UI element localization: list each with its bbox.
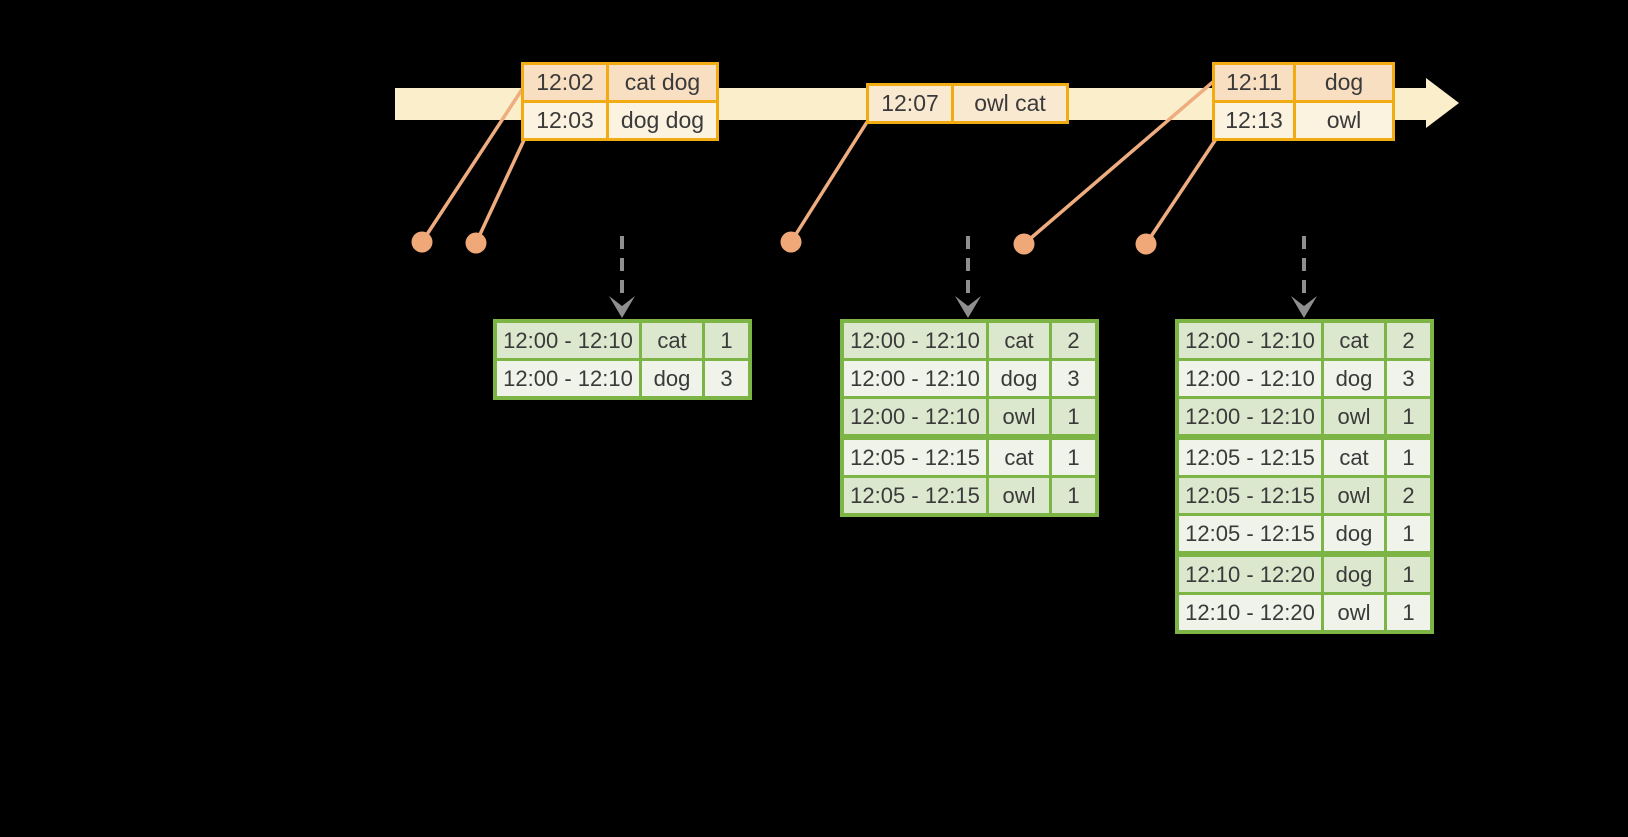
word-cell: owl <box>989 478 1049 513</box>
event-words-cell: dog dog <box>609 103 716 138</box>
result-row: 12:00 - 12:10 cat 1 <box>497 323 748 358</box>
count-cell: 2 <box>1387 323 1430 358</box>
word-cell: owl <box>1324 478 1384 513</box>
word-cell: dog <box>1324 557 1384 592</box>
word-cell: owl <box>1324 595 1384 630</box>
word-cell: dog <box>989 361 1049 396</box>
event-row: 12:03 dog dog <box>524 103 716 138</box>
event-words-cell: cat dog <box>609 65 716 100</box>
event-row: 12:07 owl cat <box>869 86 1066 121</box>
word-cell: cat <box>989 323 1049 358</box>
word-cell: cat <box>1324 323 1384 358</box>
result-row: 12:00 - 12:10 dog 3 <box>497 361 748 396</box>
count-cell: 1 <box>705 323 748 358</box>
window-cell: 12:00 - 12:10 <box>844 323 986 358</box>
count-cell: 2 <box>1387 478 1430 513</box>
down-arrow-head-icon <box>609 296 635 318</box>
window-cell: 12:05 - 12:15 <box>1179 478 1321 513</box>
event-row: 12:02 cat dog <box>524 65 716 100</box>
result-row: 12:00 - 12:10 dog 3 <box>1179 361 1430 396</box>
result-row: 12:05 - 12:15 cat 1 <box>844 440 1095 475</box>
event-table-1: 12:02 cat dog 12:03 dog dog <box>521 62 719 141</box>
result-row: 12:05 - 12:15 dog 1 <box>1179 516 1430 551</box>
event-table-2: 12:07 owl cat <box>866 83 1069 124</box>
window-cell: 12:00 - 12:10 <box>844 399 986 434</box>
event-time-cell: 12:07 <box>869 86 951 121</box>
event-time-cell: 12:02 <box>524 65 606 100</box>
result-table-2: 12:00 - 12:10 cat 2 12:00 - 12:10 dog 3 … <box>840 319 1099 517</box>
window-cell: 12:00 - 12:10 <box>844 361 986 396</box>
event-row: 12:11 dog <box>1215 65 1392 100</box>
result-table-3: 12:00 - 12:10 cat 2 12:00 - 12:10 dog 3 … <box>1175 319 1434 634</box>
window-cell: 12:00 - 12:10 <box>1179 323 1321 358</box>
window-cell: 12:00 - 12:10 <box>1179 399 1321 434</box>
word-cell: owl <box>989 399 1049 434</box>
word-cell: dog <box>1324 516 1384 551</box>
count-cell: 3 <box>1052 361 1095 396</box>
window-cell: 12:10 - 12:20 <box>1179 557 1321 592</box>
count-cell: 3 <box>1387 361 1430 396</box>
event-marker-dot <box>465 232 487 254</box>
connector-line <box>474 139 526 244</box>
event-words-cell: owl cat <box>954 86 1066 121</box>
result-row: 12:10 - 12:20 owl 1 <box>1179 595 1430 630</box>
event-time-cell: 12:13 <box>1215 103 1293 138</box>
result-row: 12:00 - 12:10 dog 3 <box>844 361 1095 396</box>
count-cell: 1 <box>1052 399 1095 434</box>
count-cell: 1 <box>1052 440 1095 475</box>
count-cell: 1 <box>1387 440 1430 475</box>
window-cell: 12:05 - 12:15 <box>844 440 986 475</box>
down-arrow-head-icon <box>1291 296 1317 318</box>
connector-line <box>789 121 869 243</box>
event-words-cell: owl <box>1296 103 1392 138</box>
result-table-1: 12:00 - 12:10 cat 1 12:00 - 12:10 dog 3 <box>493 319 752 400</box>
result-row: 12:00 - 12:10 cat 2 <box>844 323 1095 358</box>
word-cell: cat <box>642 323 702 358</box>
window-cell: 12:05 - 12:15 <box>844 478 986 513</box>
window-cell: 12:05 - 12:15 <box>1179 516 1321 551</box>
event-marker-dots <box>411 231 1157 255</box>
event-time-cell: 12:11 <box>1215 65 1293 100</box>
connector-line <box>1144 138 1218 245</box>
count-cell: 2 <box>1052 323 1095 358</box>
window-cell: 12:05 - 12:15 <box>1179 440 1321 475</box>
trigger-dashed-lines <box>620 236 1306 299</box>
event-table-3: 12:11 dog 12:13 owl <box>1212 62 1395 141</box>
result-row: 12:05 - 12:15 owl 1 <box>844 478 1095 513</box>
count-cell: 1 <box>1052 478 1095 513</box>
word-cell: cat <box>989 440 1049 475</box>
count-cell: 3 <box>705 361 748 396</box>
word-cell: dog <box>1324 361 1384 396</box>
event-marker-dot <box>780 231 802 253</box>
result-row: 12:00 - 12:10 owl 1 <box>1179 399 1430 434</box>
result-row: 12:05 - 12:15 cat 1 <box>1179 440 1430 475</box>
result-row: 12:10 - 12:20 dog 1 <box>1179 557 1430 592</box>
word-cell: cat <box>1324 440 1384 475</box>
result-row: 12:00 - 12:10 cat 2 <box>1179 323 1430 358</box>
window-cell: 12:10 - 12:20 <box>1179 595 1321 630</box>
event-marker-dot <box>411 231 433 253</box>
result-row: 12:00 - 12:10 owl 1 <box>844 399 1095 434</box>
window-cell: 12:00 - 12:10 <box>1179 361 1321 396</box>
count-cell: 1 <box>1387 516 1430 551</box>
word-cell: owl <box>1324 399 1384 434</box>
event-row: 12:13 owl <box>1215 103 1392 138</box>
down-arrow-head-icon <box>955 296 981 318</box>
event-time-cell: 12:03 <box>524 103 606 138</box>
window-cell: 12:00 - 12:10 <box>497 361 639 396</box>
event-marker-dot <box>1135 233 1157 255</box>
timeline-arrow-head-icon <box>1426 78 1459 128</box>
count-cell: 1 <box>1387 595 1430 630</box>
trigger-arrow-heads <box>609 296 1317 318</box>
event-words-cell: dog <box>1296 65 1392 100</box>
window-cell: 12:00 - 12:10 <box>497 323 639 358</box>
count-cell: 1 <box>1387 557 1430 592</box>
count-cell: 1 <box>1387 399 1430 434</box>
word-cell: dog <box>642 361 702 396</box>
result-row: 12:05 - 12:15 owl 2 <box>1179 478 1430 513</box>
event-marker-dot <box>1013 233 1035 255</box>
